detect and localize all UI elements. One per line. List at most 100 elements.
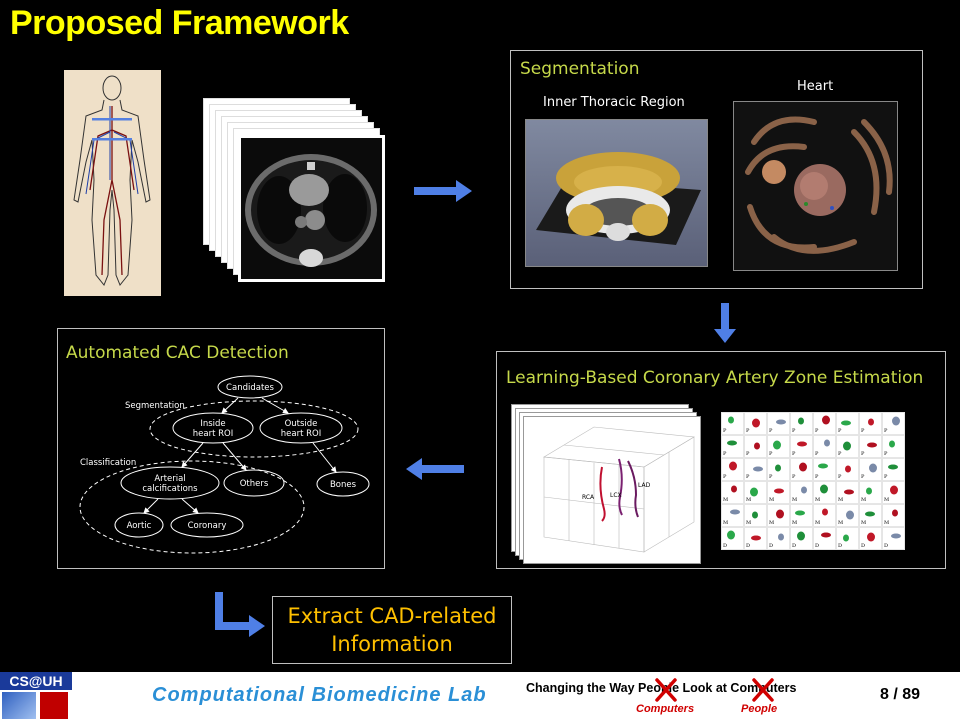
node-arterial-calcifications xyxy=(120,466,220,500)
zone-blob xyxy=(753,466,763,472)
zone-grid-letter: P xyxy=(746,474,750,480)
zone-grid-letter: D xyxy=(769,543,773,549)
heart-label: Heart xyxy=(797,79,834,94)
zone-grid-letter: P xyxy=(838,428,842,434)
zone-blob xyxy=(799,462,807,472)
label-bones: Bones xyxy=(330,480,357,490)
crossed-people-label: People xyxy=(741,703,778,715)
crossed-computers-label: Computers xyxy=(636,703,695,715)
zone-grid-letter: M xyxy=(838,497,843,503)
zone-blob xyxy=(797,531,805,541)
zone-blob xyxy=(750,487,758,497)
node-bones xyxy=(316,471,370,497)
stage-label-classification: Classification xyxy=(80,458,136,468)
zone-grid-letter: P xyxy=(861,474,865,480)
zone-grid-letter: D xyxy=(815,543,819,549)
zone-blob xyxy=(867,532,875,542)
zone-blob xyxy=(891,533,901,539)
zone-blob xyxy=(845,465,851,473)
zone-blob xyxy=(778,533,784,541)
zone-grid-cell xyxy=(790,504,813,527)
zone-grid-letter: P xyxy=(769,451,773,457)
segmentation-title: Segmentation xyxy=(520,59,640,79)
zone-blob xyxy=(890,485,898,495)
zone-grid-cell xyxy=(813,527,836,550)
cross-mark-icon xyxy=(752,678,774,702)
page-number: 8 / 89 xyxy=(880,686,921,703)
zone-grid-cell xyxy=(790,435,813,458)
zone-grid-letter: P xyxy=(815,451,819,457)
zone-grid-letter: P xyxy=(838,474,842,480)
cac-detection-panel: Automated CAC Detection xyxy=(57,328,385,569)
zone-grid-letter: P xyxy=(884,474,888,480)
zone-grid-letter: D xyxy=(792,543,796,549)
cac-detection-title: Automated CAC Detection xyxy=(66,343,289,363)
label-outside-1: Outside xyxy=(285,419,318,429)
extract-line-2: Information xyxy=(331,632,453,656)
zone-grid-cell xyxy=(721,412,744,435)
zone-grid-letter: P xyxy=(815,474,819,480)
csuh-logo-emblem xyxy=(2,692,36,719)
zone-blob xyxy=(843,441,851,451)
zone-grid-cell xyxy=(813,504,836,527)
zone-grid-letter: P xyxy=(769,428,773,434)
zone-blob xyxy=(727,440,737,446)
zone-grid-cell xyxy=(813,458,836,481)
node-aortic xyxy=(114,512,164,538)
zone-grid-letter: M xyxy=(815,497,820,503)
label-arterial-2: calcifications xyxy=(142,484,198,494)
heart-render-graphic xyxy=(745,116,893,254)
plot-label-rca: RCA xyxy=(582,494,595,501)
zone-estimation-panel: Learning-Based Coronary Artery Zone Esti… xyxy=(496,351,946,569)
zone-grid-letter: P xyxy=(723,451,727,457)
label-coronary: Coronary xyxy=(188,521,227,531)
plot-label-lcx: LCX xyxy=(610,492,622,499)
zone-grid-cell xyxy=(721,435,744,458)
node-inside-heart-roi xyxy=(172,412,254,444)
zone-blob xyxy=(844,489,854,495)
zone-grid-letter: M xyxy=(769,520,774,526)
csuh-logo: CS@UH xyxy=(0,672,72,720)
node-outside-heart-roi xyxy=(259,412,343,444)
segmentation-panel: Segmentation Inner Thoracic Region Heart xyxy=(510,50,923,289)
zone-grid-letter: P xyxy=(884,428,888,434)
zone-blob xyxy=(846,510,854,520)
extract-line-1: Extract CAD-related xyxy=(287,604,497,628)
zone-blob xyxy=(818,463,828,469)
zone-grid-letter: M xyxy=(815,520,820,526)
flow-arrow-right xyxy=(414,180,472,202)
plot-stack: RCA LCX LAD xyxy=(511,404,701,564)
zone-blob xyxy=(801,486,807,494)
plot-label-lad: LAD xyxy=(638,482,651,489)
zone-grid-cell xyxy=(790,481,813,504)
flow-arrow-elbow xyxy=(215,592,265,638)
zone-blob xyxy=(795,510,805,516)
uh-logo-emblem xyxy=(40,692,68,719)
zone-blob xyxy=(888,464,898,470)
zone-grid-letter: P xyxy=(792,428,796,434)
label-arterial-1: Arterial xyxy=(154,474,185,484)
zone-grid-cell xyxy=(882,527,905,550)
zone-grid-letter: M xyxy=(861,497,866,503)
zone-blob xyxy=(841,420,851,426)
ct-scan-graphic xyxy=(245,154,377,267)
footer-bar xyxy=(0,672,960,720)
cross-mark-icon xyxy=(655,678,677,702)
csuh-logo-text: CS@UH xyxy=(0,672,72,690)
artery-3d-plot-graphic: RCA LCX LAD xyxy=(543,426,695,553)
zone-grid-letter: M xyxy=(723,497,728,503)
zone-estimation-title: Learning-Based Coronary Artery Zone Esti… xyxy=(506,368,924,388)
zone-grid-letter: D xyxy=(838,543,842,549)
body-outline-graphic xyxy=(73,75,151,286)
label-aortic: Aortic xyxy=(127,521,152,531)
zone-blob xyxy=(797,441,807,447)
zone-grid-letter: M xyxy=(746,497,751,503)
ct-slice-image xyxy=(238,135,385,282)
zone-blob xyxy=(773,440,781,450)
zone-grid-letter: D xyxy=(723,543,727,549)
zone-blob xyxy=(869,463,877,473)
zone-blob xyxy=(798,417,804,425)
flow-arrow-down xyxy=(714,303,736,343)
zone-blob xyxy=(776,419,786,425)
